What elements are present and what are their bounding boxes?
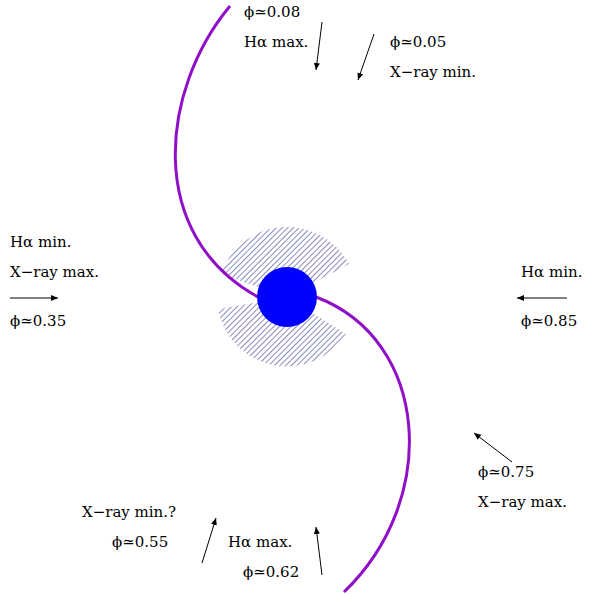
phase-label: ϕ≃0.62 [243, 563, 299, 581]
phase-label: ϕ≃0.55 [112, 533, 168, 551]
phase-label: Hα min. [10, 233, 71, 251]
phase-label: X−ray max. [10, 263, 99, 281]
spiral-arm [316, 297, 409, 592]
phase-label: X−ray min. [390, 63, 476, 81]
star [257, 267, 317, 327]
phase-arrow [316, 527, 322, 575]
phase-label: Hα min. [521, 263, 582, 281]
phase-arrow [474, 433, 512, 462]
phase-arrow [10, 298, 58, 299]
phase-label: ϕ≃0.05 [390, 33, 446, 51]
phase-label: ϕ≃0.08 [244, 3, 300, 21]
phase-arrow [316, 22, 322, 70]
phase-label: X−ray max. [478, 493, 567, 511]
phase-arrow [517, 298, 567, 299]
phase-arrow [358, 34, 374, 80]
phase-label: X−ray min.? [82, 503, 176, 521]
phase-label: ϕ≃0.35 [10, 312, 66, 330]
phase-arrow [202, 518, 216, 563]
phase-label: ϕ≃0.85 [521, 312, 577, 330]
phase-label: ϕ≃0.75 [478, 463, 534, 481]
phase-label: Hα max. [244, 33, 308, 51]
phase-label: Hα max. [228, 533, 292, 551]
